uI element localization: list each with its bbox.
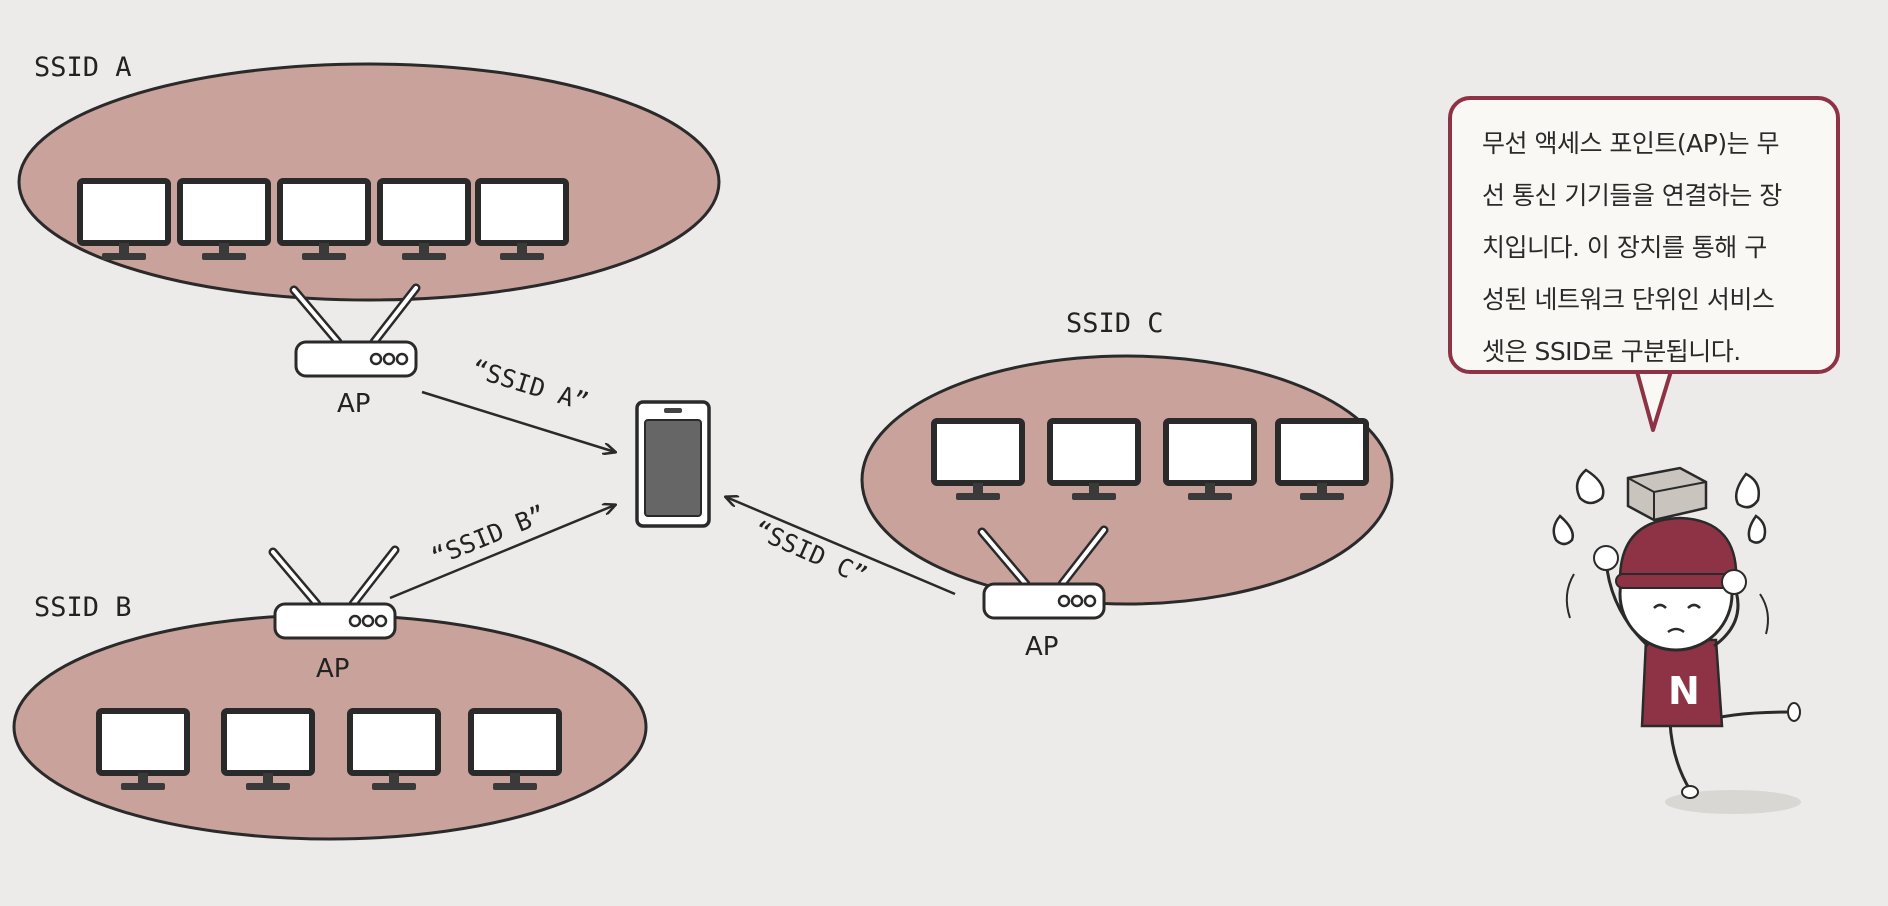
access-point-icon (273, 550, 395, 638)
ap-label: AP (337, 389, 370, 419)
ap-label: AP (316, 654, 349, 684)
speech-bubble-line: 치입니다. 이 장치를 통해 구 (1482, 233, 1767, 262)
signal-arrow-ssid-c (726, 497, 956, 596)
ssid-c-label: SSID C (1066, 308, 1164, 339)
character-illustration: N (1565, 466, 1801, 814)
ssid-a-label: SSID A (34, 52, 132, 83)
svg-text:N: N (1668, 669, 1700, 713)
speech-bubble-line: 선 통신 기기들을 연결하는 장 (1482, 181, 1782, 210)
signal-label-ssid-c: “SSID C” (750, 515, 872, 590)
speech-bubble-line: 무선 액세스 포인트(AP)는 무 (1482, 129, 1780, 158)
speech-bubble-line: 셋은 SSID로 구분됩니다. (1482, 337, 1741, 366)
signal-arrow-ssid-a (421, 390, 615, 452)
speech-bubble: 무선 액세스 포인트(AP)는 무 선 통신 기기들을 연결하는 장 치입니다.… (1448, 96, 1840, 374)
signal-label-ssid-b: “SSID B” (427, 500, 550, 572)
network-ssid-a: SSID A AP (17, 52, 721, 419)
network-ssid-c: SSID C AP (860, 308, 1394, 662)
signal-arrow-ssid-b (389, 505, 615, 600)
smartphone-icon (635, 400, 711, 528)
ap-label: AP (1025, 632, 1058, 662)
network-ssid-b: SSID B AP (12, 550, 648, 841)
speech-bubble-line: 성된 네트워크 단위인 서비스 (1482, 285, 1775, 314)
sweat-drop-icon (1552, 468, 1767, 546)
signal-label-ssid-a: “SSID A” (468, 354, 592, 417)
ssid-b-label: SSID B (34, 592, 132, 623)
